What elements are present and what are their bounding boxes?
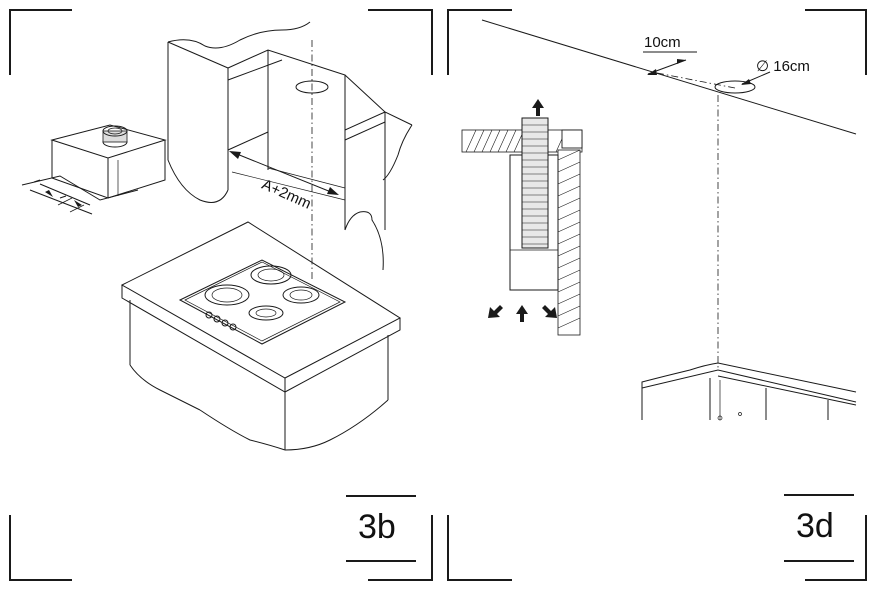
panel-3b-frame bbox=[9, 9, 433, 581]
cooktop-counter-drawing bbox=[120, 221, 402, 451]
ceiling-line bbox=[481, 19, 857, 368]
hood-unit-drawing bbox=[21, 124, 167, 215]
wall-cabinets-drawing bbox=[167, 21, 413, 280]
base-cabinet-drawing bbox=[641, 362, 857, 421]
wall-section-drawing bbox=[461, 99, 583, 336]
dimension-a-plus-2mm-arrow bbox=[229, 151, 339, 195]
distance-label-10cm: 10cm bbox=[644, 34, 681, 51]
figure-label-3d: 3d bbox=[796, 507, 834, 545]
distance-10cm-dimension bbox=[643, 51, 697, 75]
figure-label-3b: 3b bbox=[358, 508, 396, 546]
diameter-label-16cm: ∅ 16cm bbox=[756, 58, 810, 75]
panel-3d-frame bbox=[447, 9, 867, 581]
airflow-arrows bbox=[488, 99, 557, 322]
hole-16cm-diameter bbox=[714, 71, 771, 94]
